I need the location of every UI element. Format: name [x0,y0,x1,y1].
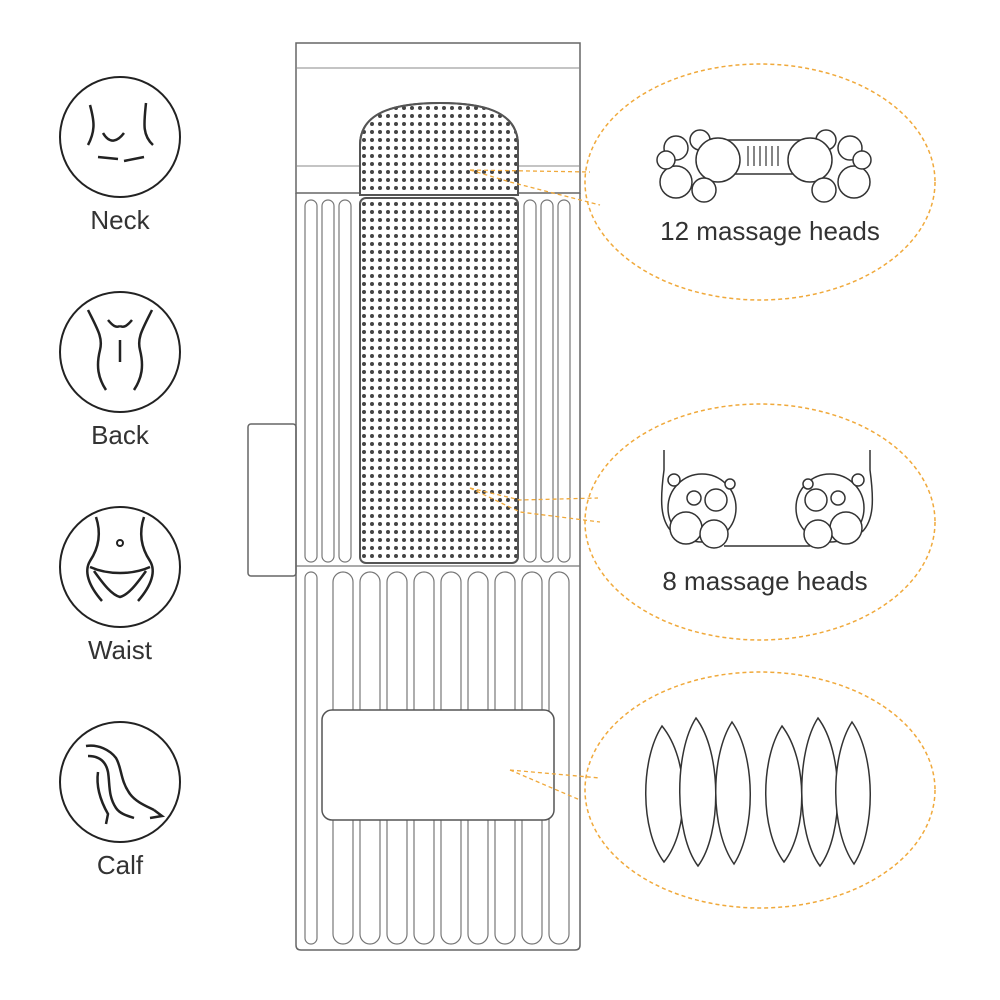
controller-pocket [247,423,297,577]
zone-calf: Calf [55,720,185,881]
callout-neck-label: 12 massage heads [660,216,880,246]
zone-waist: Waist [55,505,185,666]
back-icon [59,291,181,413]
zone-label-calf: Calf [96,850,144,880]
back-massage-zone [359,197,519,564]
zone-label-back: Back [91,420,149,450]
calf-massage-panel [321,709,555,821]
zone-back: Back [55,290,185,451]
back-massage-heads-icon [660,450,874,549]
leader-lines [469,169,601,801]
calf-airbags-icon [645,716,871,868]
zone-label-neck: Neck [90,205,150,235]
callout-back-bubble [584,403,936,641]
callout-back-label: 8 massage heads [662,566,868,596]
calf-icon [59,721,181,843]
callout-calf-bubble [584,671,936,909]
neck-icon [59,76,181,198]
neck-massage-heads-icon [656,129,872,203]
neck-massage-zone [359,101,519,196]
zone-neck: Neck [55,75,185,236]
waist-icon [59,506,181,628]
upper-ribs [304,199,571,563]
callout-neck-bubble [584,63,936,301]
zone-label-waist: Waist [87,635,153,665]
